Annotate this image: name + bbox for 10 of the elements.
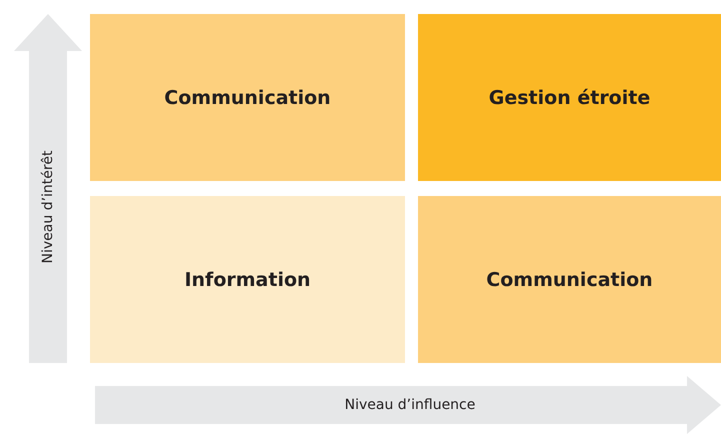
quadrant-title: Communication xyxy=(164,86,331,108)
quadrant-box xyxy=(418,196,721,363)
axis-label: Niveau d’intérêt xyxy=(40,150,56,264)
quadrant-title: Gestion étroite xyxy=(488,86,650,108)
quadrant-box xyxy=(90,14,405,181)
quadrant-box xyxy=(90,196,405,363)
quadrant-box xyxy=(418,14,721,181)
axis-label: Niveau d’influence xyxy=(344,397,476,413)
quadrant-title: Communication xyxy=(486,268,653,290)
quadrant-title: Information xyxy=(184,268,311,290)
